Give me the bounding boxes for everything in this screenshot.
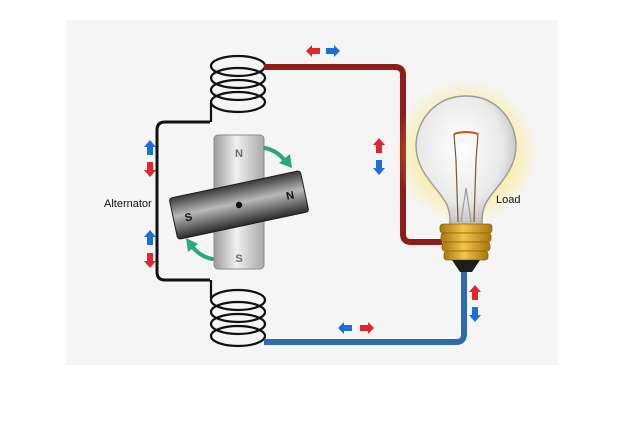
rotation-arrow-bottom-icon — [186, 238, 214, 261]
bottom-wire-arrows-icon — [338, 322, 374, 334]
top-right-vertical-arrows-icon — [373, 138, 385, 175]
stator-north-label: N — [235, 148, 243, 160]
rotation-arrow-top-icon — [263, 146, 292, 168]
rotor-north-label: N — [285, 189, 295, 202]
bottom-coil — [209, 280, 267, 348]
stator-south-label: S — [235, 253, 242, 265]
bottom-right-vertical-arrows-icon — [469, 285, 481, 322]
left-lower-vertical-arrows-icon — [144, 230, 156, 268]
bulb-filament — [453, 131, 479, 223]
alternator-label: Alternator — [104, 198, 152, 210]
top-wire-arrows-icon — [306, 45, 340, 57]
wire-left — [155, 120, 210, 282]
bulb-base — [439, 223, 493, 272]
load-label: Load — [496, 194, 521, 206]
rotor-axis — [235, 201, 243, 209]
rotor-south-label: S — [184, 211, 194, 224]
left-upper-vertical-arrows-icon — [144, 140, 156, 177]
wire-bottom — [264, 272, 467, 345]
